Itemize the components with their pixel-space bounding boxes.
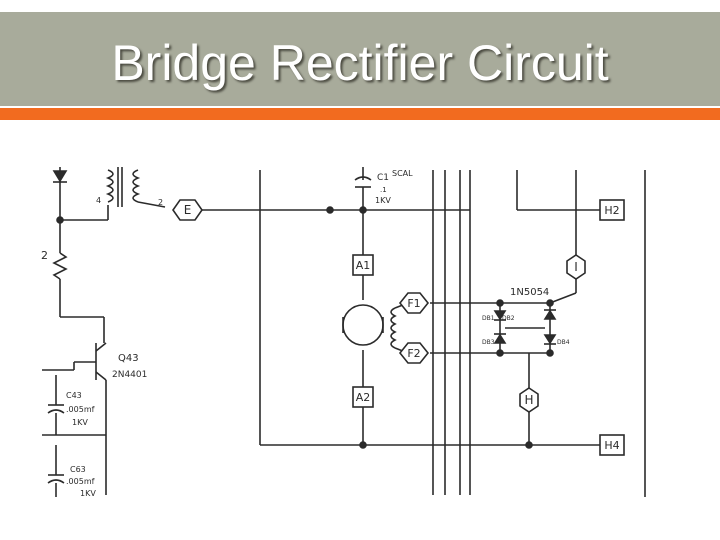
scale-label: SCAL [392, 169, 413, 178]
c43-name-label: C43 [66, 391, 82, 400]
c1-voltage-label: 1KV [375, 196, 391, 205]
terminal-e [172, 199, 203, 221]
terminal-a2 [352, 386, 374, 408]
schematic-diagram: E H2 I A1 A2 F1 F2 H H4 C1 .1 1KV SCAL 1… [41, 167, 646, 498]
c1-name-label: C1 [377, 173, 389, 183]
terminal-i [566, 254, 586, 280]
terminal-h2 [599, 199, 625, 221]
db2-label: DB2 [502, 315, 515, 322]
db1-label: DB1 [482, 315, 495, 322]
terminal-h4-label: H4 [604, 439, 619, 452]
secondary-winding-icon [132, 169, 141, 203]
db4-diode-icon [543, 334, 557, 345]
terminal-i-label: I [574, 260, 578, 274]
transistor-part-label: 2N4401 [112, 370, 147, 380]
c63-value-label: .005mf [66, 477, 95, 486]
terminal-h [519, 387, 539, 413]
c43-value-label: .005mf [66, 405, 95, 414]
terminal-e-label: E [184, 203, 192, 217]
motor-armature-icon [342, 304, 384, 346]
field-coil-icon [390, 307, 397, 349]
margin-number-label: 2 [41, 249, 48, 262]
terminal-a1 [352, 254, 374, 276]
title-bar: Bridge Rectifier Circuit [0, 12, 720, 106]
db2-diode-icon [543, 309, 557, 320]
title-divider [0, 106, 720, 108]
rectifier-part-label: 1N5054 [510, 287, 549, 298]
terminal-f2-label: F2 [407, 347, 420, 360]
db1-diode-icon [493, 310, 507, 321]
c43-voltage-label: 1KV [72, 418, 88, 427]
winding-pin-label-2: 2 [158, 198, 163, 207]
c63-name-label: C63 [70, 465, 86, 474]
primary-winding-icon [105, 169, 114, 203]
terminal-h-label: H [524, 393, 533, 407]
db4-label: DB4 [557, 339, 570, 346]
terminal-f2 [398, 342, 430, 364]
terminal-f1 [398, 292, 430, 314]
terminal-a1-label: A1 [356, 259, 371, 272]
c1-capacitor-icon [354, 176, 372, 181]
terminal-f1-label: F1 [407, 297, 420, 310]
c63-voltage-label: 1KV [80, 489, 96, 498]
terminal-h2-label: H2 [604, 204, 619, 217]
winding-pin-label: 4 [96, 196, 101, 205]
resistor-icon [52, 252, 68, 280]
transistor-name-label: Q43 [118, 353, 139, 364]
top-left-diode-icon [52, 170, 68, 183]
terminal-a2-label: A2 [356, 391, 371, 404]
db3-diode-icon [493, 333, 507, 344]
c1-value-label: .1 [380, 186, 387, 194]
terminal-h4 [599, 434, 625, 456]
accent-bar [0, 108, 720, 120]
slide-title: Bridge Rectifier Circuit [111, 35, 609, 91]
db3-label: DB3 [482, 339, 495, 346]
